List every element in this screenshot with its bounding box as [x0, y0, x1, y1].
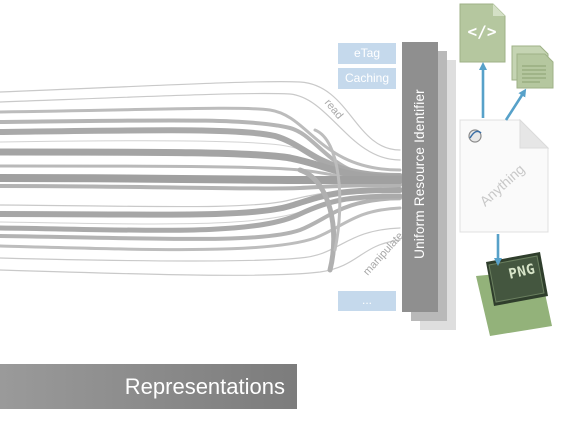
anything-page-icon	[459, 118, 550, 233]
line-thick-5	[0, 193, 403, 233]
line-branch-down-2	[313, 128, 342, 252]
page-title: Representations	[124, 374, 285, 399]
line-manip-1	[0, 227, 401, 262]
arrow-to-documents	[504, 88, 527, 121]
caching-tag: Caching	[338, 68, 396, 89]
title-bar: Representations	[0, 364, 297, 409]
code-glyph: </>	[467, 22, 497, 41]
line-read-2	[0, 92, 401, 161]
etag-tag: eTag	[338, 43, 396, 64]
line-manip-4	[0, 206, 402, 252]
line-manip-2	[0, 239, 401, 276]
line-read-3	[0, 106, 402, 172]
line-thick-2	[0, 148, 404, 182]
logo-icon	[468, 129, 482, 143]
code-file-icon	[459, 3, 506, 63]
line-thick-4	[0, 187, 403, 218]
line-read-1	[0, 81, 401, 151]
line-branch-down	[297, 167, 337, 273]
stacked-documents-icon	[511, 45, 554, 89]
line-mid-2	[0, 183, 402, 191]
line-thick-3	[0, 174, 404, 185]
line-manip-3	[0, 196, 402, 241]
uri-bar	[402, 42, 438, 312]
more-tag: ...	[338, 291, 396, 311]
